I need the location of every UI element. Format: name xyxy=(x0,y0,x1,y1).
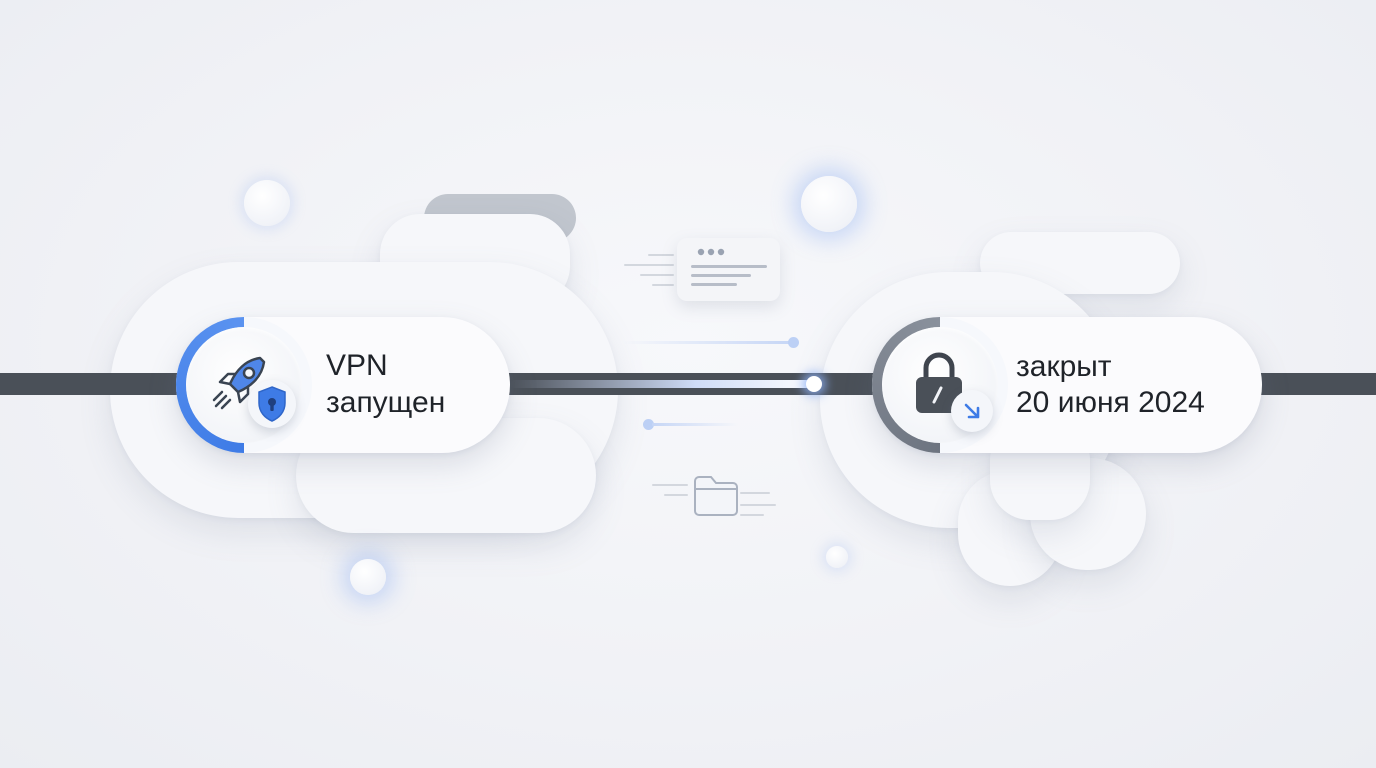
motion-streak xyxy=(740,504,776,506)
motion-streak xyxy=(624,264,674,266)
motion-streak xyxy=(648,254,674,256)
rocket-icon xyxy=(212,356,266,410)
motion-streak xyxy=(640,274,674,276)
arrow-down-right-icon xyxy=(964,403,980,419)
browser-window-icon xyxy=(677,238,780,301)
timeline-progress-glow xyxy=(510,380,820,388)
end-event-date: 20 июня 2024 xyxy=(1016,386,1205,419)
motion-streak xyxy=(664,494,688,496)
start-event-subtitle: запущен xyxy=(326,386,446,419)
transfer-line-upper xyxy=(622,341,792,344)
decor-bubble-bottom-center xyxy=(826,546,848,568)
timeline-progress-dot xyxy=(806,376,822,392)
folder-icon xyxy=(694,476,738,516)
shield-lock-icon xyxy=(258,386,286,422)
motion-streak xyxy=(740,514,764,516)
transfer-line-lower xyxy=(652,423,738,426)
browser-window-glyph xyxy=(691,248,767,286)
decor-bubble-top-center xyxy=(801,176,857,232)
motion-streak xyxy=(740,492,770,494)
lock-icon xyxy=(916,352,962,413)
end-event-title: закрыт xyxy=(1016,350,1112,383)
motion-streak xyxy=(652,484,688,486)
start-event-title: VPN xyxy=(326,349,388,382)
transfer-dot-upper xyxy=(788,337,799,348)
transfer-dot-lower xyxy=(643,419,654,430)
motion-streak xyxy=(652,284,674,286)
decor-bubble-top-left xyxy=(244,180,290,226)
decor-bubble-bottom-left xyxy=(350,559,386,595)
